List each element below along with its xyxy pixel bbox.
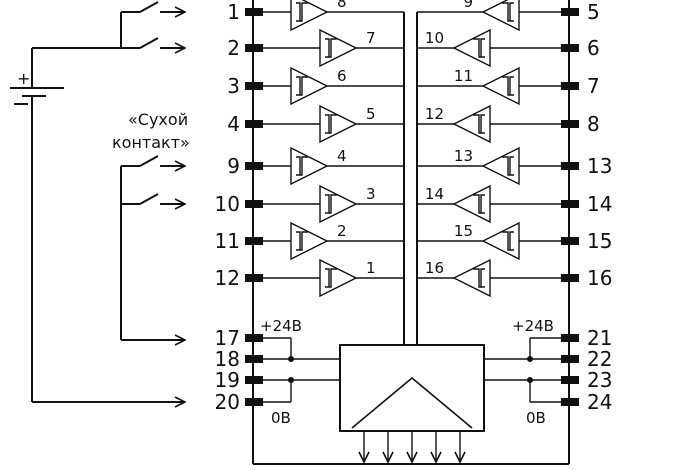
left-channel-number: 4 [337,147,347,165]
right-pin-label: 14 [587,192,612,216]
left-channel-4 [245,104,404,144]
left-pin-label: 12 [215,266,240,290]
right-channel-number: 14 [425,185,444,203]
schmitt-buffer-icon [481,221,520,261]
left-plus24-label: +24В [260,317,302,335]
right-pin-label: 5 [587,0,600,24]
left-pin-label: 1 [227,0,240,24]
left-channel-number: 3 [366,185,376,203]
dry-contact-label-line2: контакт» [112,133,190,152]
switch-group-top [120,1,185,48]
right-channel-number: 13 [454,147,473,165]
left-channel-number: 8 [337,0,347,11]
right-channel-8 [417,104,579,144]
right-power-pin-label: 23 [587,368,612,392]
right-channel-number: 12 [425,105,444,123]
dry-contact-label-line1: «Сухой [128,110,188,129]
processing-block [339,344,485,432]
left-pin-label: 2 [227,36,240,60]
right-power-pin-label: 22 [587,347,612,371]
left-channel-3 [245,66,404,106]
right-channel-14 [417,184,579,224]
schmitt-buffer-icon [319,258,358,298]
schmitt-buffer-icon [481,66,520,106]
schmitt-buffer-icon [319,28,358,68]
left-channel-11 [245,221,404,261]
bus-lines [252,0,570,465]
output-arrows [364,431,460,462]
power-wiring-left: +24В 0В [245,317,340,427]
right-channel-7 [417,66,579,106]
left-channel-9 [245,146,404,186]
schmitt-buffer-icon [319,184,358,224]
schmitt-buffer-icon [452,28,491,68]
left-channel-number: 6 [337,67,347,85]
schmitt-buffer-icon [452,104,491,144]
right-pin-label: 7 [587,74,600,98]
left-zero-label: 0В [271,409,291,427]
battery-plus-label: + [17,69,30,88]
left-pin-label: 3 [227,74,240,98]
left-pin-label: 4 [227,112,240,136]
right-channel-13 [417,146,579,186]
left-pin-label: 9 [227,154,240,178]
schmitt-buffer-icon [452,184,491,224]
left-channel-number: 5 [366,105,376,123]
right-power-pin-label: 21 [587,326,612,350]
schmitt-buffer-icon [452,258,491,298]
left-channel-2 [245,28,404,68]
right-channel-number: 10 [425,29,444,47]
right-pin-label: 16 [587,266,612,290]
right-power-pin-label: 24 [587,390,612,414]
left-pin-label: 11 [215,229,240,253]
left-pin-label: 10 [215,192,240,216]
left-channel-10 [245,184,404,224]
right-zero-label: 0В [526,409,546,427]
right-plus24-label: +24В [512,317,554,335]
schmitt-buffer-icon [319,104,358,144]
right-pin-label: 6 [587,36,600,60]
left-power-pin-label: 18 [215,347,240,371]
schmitt-buffer-icon [290,66,329,106]
right-pin-label: 15 [587,229,612,253]
left-power-pin-label: 20 [215,390,240,414]
schmitt-buffer-icon [481,0,520,32]
right-pin-label: 13 [587,154,612,178]
power-wiring-right: +24В 0В [484,317,579,427]
left-channel-number: 7 [366,29,376,47]
switch-group-bottom [120,155,185,340]
schmitt-buffer-icon [290,0,329,32]
left-channel-1 [245,0,404,32]
right-channel-15 [417,221,579,261]
left-power-pin-label: 19 [215,368,240,392]
schmitt-buffer-icon [481,146,520,186]
right-channel-number: 9 [463,0,473,11]
left-channel-number: 1 [366,259,376,277]
left-power-pin-label: 17 [215,326,240,350]
right-pin-label: 8 [587,112,600,136]
schmitt-buffer-icon [290,146,329,186]
right-channel-number: 15 [454,222,473,240]
schmitt-buffer-icon [290,221,329,261]
right-channel-number: 16 [425,259,444,277]
left-channel-12 [245,258,404,298]
right-channel-5 [417,0,579,32]
right-channel-16 [417,258,579,298]
left-channel-number: 2 [337,222,347,240]
battery-symbol: + [10,47,185,402]
right-channel-6 [417,28,579,68]
right-channel-number: 11 [454,67,473,85]
